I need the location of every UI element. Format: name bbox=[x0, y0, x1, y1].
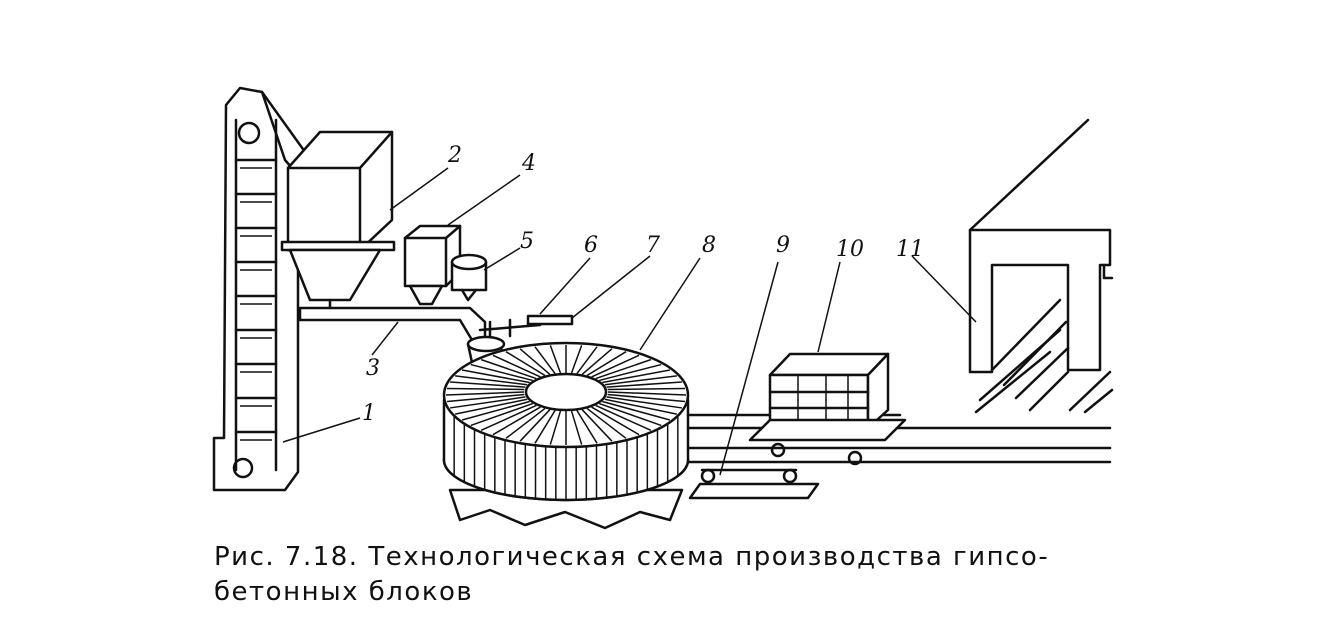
label-2: 2 bbox=[447, 143, 462, 168]
caption-line-1: Рис. 7.18. Технологическая схема произво… bbox=[214, 542, 1050, 572]
dosing-drum bbox=[450, 253, 488, 302]
label-1: 1 bbox=[362, 401, 376, 426]
label-7: 7 bbox=[646, 233, 660, 258]
label-10: 10 bbox=[836, 237, 864, 262]
label-4: 4 bbox=[521, 151, 536, 176]
drying-chamber bbox=[968, 118, 1114, 414]
leader-lines bbox=[282, 167, 977, 476]
block-stack-cart bbox=[748, 352, 907, 466]
label-8: 8 bbox=[702, 233, 716, 258]
carousel-forming-machine bbox=[442, 341, 690, 530]
label-6: 6 bbox=[584, 233, 598, 258]
binder-hopper bbox=[280, 130, 396, 302]
screw-conveyor bbox=[298, 298, 487, 342]
label-11: 11 bbox=[896, 237, 924, 262]
label-9: 9 bbox=[776, 233, 790, 258]
part-labels: 1 2 3 4 5 6 7 8 9 10 11 bbox=[362, 143, 924, 426]
water-dispenser bbox=[478, 314, 574, 338]
transfer-cart bbox=[688, 468, 820, 500]
label-3: 3 bbox=[366, 356, 380, 381]
label-5: 5 bbox=[520, 229, 534, 254]
caption-line-2: бетонных блоков bbox=[214, 577, 474, 607]
figure-caption: Рис. 7.18. Технологическая схема произво… bbox=[214, 540, 1214, 610]
bucket-elevator bbox=[212, 86, 320, 492]
